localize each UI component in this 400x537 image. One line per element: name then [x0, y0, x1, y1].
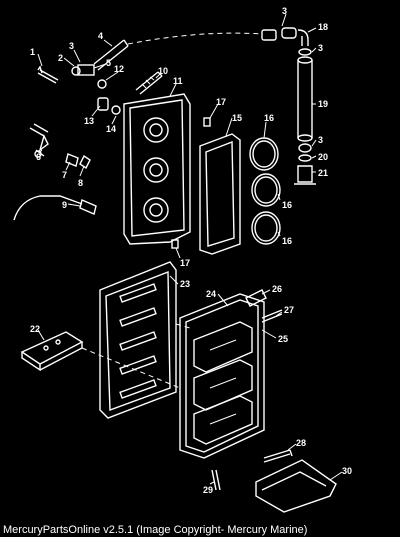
callout-17: 17 — [216, 97, 226, 107]
callout-11: 11 — [173, 76, 183, 86]
callout-21: 21 — [318, 168, 328, 178]
callout-16-b: 16 — [282, 200, 292, 210]
callout-3-d: 3 — [318, 135, 323, 145]
part-grommet-20 — [298, 154, 312, 162]
part-bolt-28 — [263, 449, 293, 463]
callout-3: 3 — [69, 41, 74, 51]
part-gasket-23 — [99, 261, 177, 419]
callout-29: 29 — [203, 485, 213, 495]
part-oring-16-b — [251, 173, 281, 207]
callout-1: 1 — [30, 47, 35, 57]
callout-3-c: 3 — [318, 43, 323, 53]
part-oring-16-c — [251, 211, 281, 245]
part-bolt-27 — [261, 309, 283, 323]
part-oring-12 — [97, 79, 107, 89]
callout-28: 28 — [296, 438, 306, 448]
part-bolt-10 — [135, 71, 163, 95]
callout-14: 14 — [106, 124, 116, 134]
callout-18: 18 — [318, 22, 328, 32]
part-bolt-1 — [37, 65, 59, 84]
callout-30: 30 — [342, 466, 352, 476]
callout-23: 23 — [180, 279, 190, 289]
part-clip-8 — [79, 154, 91, 170]
callout-19: 19 — [318, 99, 328, 109]
callout-6: 6 — [36, 152, 41, 162]
part-harness-6 — [29, 123, 49, 158]
callout-16-c: 16 — [282, 236, 292, 246]
part-elbow-18 — [297, 29, 309, 46]
leader-lines — [37, 13, 343, 485]
part-cylinder-head-11 — [123, 93, 191, 245]
callout-5: 5 — [106, 58, 111, 68]
part-pin-17-top — [203, 117, 211, 127]
callout-26: 26 — [272, 284, 282, 294]
callout-27: 27 — [284, 305, 294, 315]
part-oring-16-a — [249, 137, 279, 171]
callout-12: 12 — [114, 64, 124, 74]
part-bolt-29 — [211, 469, 221, 491]
part-clamp-3-top — [261, 27, 297, 41]
exploded-parts-diagram: 1 2 3 4 5 6 7 8 9 10 11 12 13 14 15 16 1… — [13, 6, 353, 513]
callout-17-b: 17 — [180, 258, 190, 268]
callout-2: 2 — [58, 53, 63, 63]
part-clamp-3-low — [298, 143, 312, 153]
callout-10: 10 — [158, 66, 168, 76]
image-caption: MercuryPartsOnline v2.5.1 (Image Copyrig… — [3, 523, 400, 537]
part-pin-17-low — [171, 239, 179, 249]
callout-24: 24 — [206, 289, 216, 299]
callout-22: 22 — [30, 324, 40, 334]
part-grommet-13 — [97, 97, 109, 111]
part-fitting-26 — [245, 289, 267, 307]
callout-3-b: 3 — [282, 6, 287, 16]
callout-8: 8 — [78, 178, 83, 188]
part-fitting-2 — [71, 64, 95, 76]
callout-4: 4 — [98, 31, 103, 41]
callout-9: 9 — [62, 200, 67, 210]
part-cover-30 — [255, 459, 337, 513]
callout-15: 15 — [232, 113, 242, 123]
part-sensor-7 — [65, 153, 79, 167]
callout-13: 13 — [84, 116, 94, 126]
part-sensor-9 — [13, 195, 97, 221]
callout-labels: 1 2 3 4 5 6 7 8 9 10 11 12 13 14 15 16 1… — [30, 6, 352, 495]
part-hose-19 — [297, 56, 313, 142]
part-reed-block-22 — [20, 331, 84, 372]
part-reed-housing-24 — [179, 293, 265, 459]
callout-25: 25 — [278, 334, 288, 344]
part-clamp-3-mid — [298, 48, 312, 56]
callout-16: 16 — [264, 113, 274, 123]
callout-7: 7 — [62, 170, 67, 180]
part-gasket-15 — [199, 133, 241, 255]
part-fitting-21 — [294, 165, 316, 185]
part-washer-14 — [111, 105, 121, 115]
callout-20: 20 — [318, 152, 328, 162]
part-hose-4 — [93, 32, 263, 71]
